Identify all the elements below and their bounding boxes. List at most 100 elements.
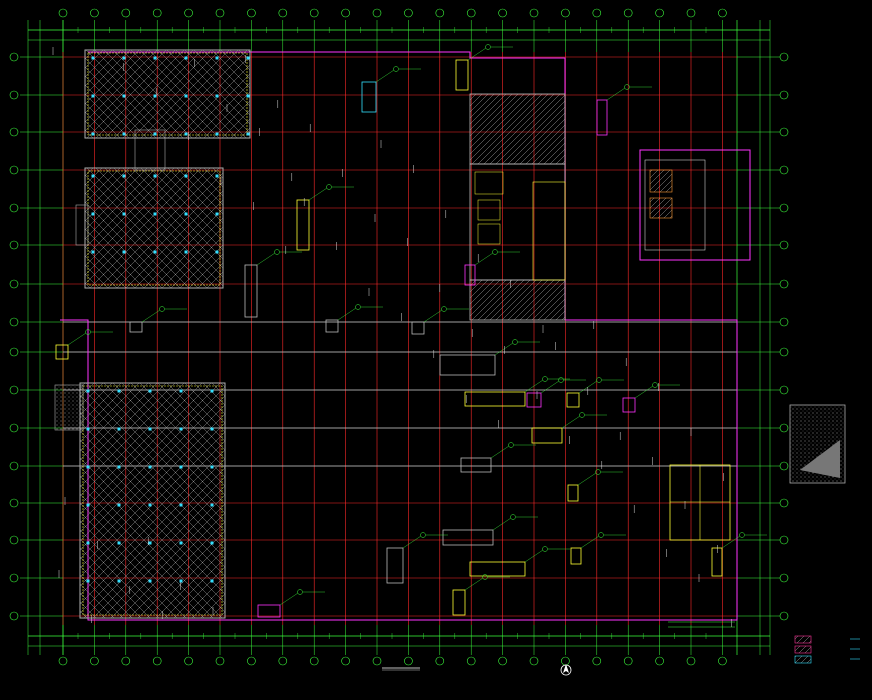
row-axis-bubble <box>9 498 19 508</box>
column-axis-bubble <box>90 8 99 18</box>
leader-line <box>606 87 626 101</box>
annotation-bubble <box>558 377 564 383</box>
column-axis-bubble <box>372 656 382 666</box>
equipment-box <box>452 589 466 616</box>
leader-line <box>256 252 276 266</box>
column-axis-bubble <box>152 656 162 666</box>
annotation-bubble <box>542 376 548 382</box>
structural-column <box>153 94 157 98</box>
structural-column <box>210 427 214 431</box>
row-axis-bubble <box>779 498 789 508</box>
column-axis-bubble <box>561 8 570 18</box>
structural-column <box>210 389 214 393</box>
column-axis-bubble <box>498 656 507 666</box>
structural-column <box>184 56 188 60</box>
equipment-box <box>296 199 310 251</box>
building-block-1-inner <box>87 52 248 136</box>
equipment-room-3 <box>477 223 501 245</box>
leader-line <box>580 535 600 549</box>
row-axis-bubble <box>9 611 19 621</box>
leader-line <box>492 517 512 531</box>
structural-column <box>246 56 250 60</box>
annotation-bubble <box>441 306 447 312</box>
equipment-box <box>570 547 582 565</box>
structural-column <box>86 579 90 583</box>
equipment-box <box>325 319 339 333</box>
row-axis-bubble <box>779 90 789 100</box>
structural-column <box>215 250 219 254</box>
stair-core-1 <box>54 384 84 431</box>
structural-column <box>122 56 126 60</box>
column-axis-bubble <box>404 8 413 18</box>
structural-column <box>210 465 214 469</box>
row-axis-bubble <box>9 423 19 433</box>
column-axis-bubble <box>529 8 539 18</box>
legend-swatch <box>794 645 812 654</box>
structural-column <box>246 94 250 98</box>
leader-line <box>464 577 484 591</box>
column-axis-bubble <box>58 656 68 666</box>
structural-column <box>86 465 90 469</box>
stair-shaft <box>532 181 566 281</box>
column-axis-bubble <box>623 8 633 18</box>
leader-line <box>524 549 544 563</box>
column-axis-bubble <box>90 656 99 666</box>
row-axis-bubble <box>9 385 19 395</box>
annotation-bubble <box>652 382 658 388</box>
column-axis-bubble <box>184 656 193 666</box>
row-axis-bubble <box>9 279 19 289</box>
column-axis-bubble <box>184 8 193 18</box>
equipment-box <box>386 547 404 584</box>
annotation-bubble <box>85 329 91 335</box>
structural-column <box>91 250 95 254</box>
structural-column <box>184 174 188 178</box>
annex-equipment-1 <box>649 169 673 193</box>
row-axis-bubble <box>779 535 789 545</box>
equipment-box <box>566 392 580 408</box>
structural-column <box>86 541 90 545</box>
structural-column <box>179 389 183 393</box>
structural-column <box>153 212 157 216</box>
structural-column <box>86 503 90 507</box>
building-block-2 <box>84 167 224 289</box>
column-axis-bubble <box>152 8 162 18</box>
row-axis-bubble <box>779 203 789 213</box>
annotation-bubble <box>159 306 165 312</box>
row-axis-bubble <box>9 127 19 137</box>
leader-line <box>402 535 422 549</box>
building-block-3-inner <box>82 385 223 616</box>
annotation-bubble <box>482 574 488 580</box>
row-axis-bubble <box>9 461 19 471</box>
structural-column <box>210 541 214 545</box>
leader-line <box>721 535 741 549</box>
column-axis-bubble <box>58 8 68 18</box>
row-axis-bubble <box>779 279 789 289</box>
structural-column <box>179 503 183 507</box>
column-axis-bubble <box>655 8 664 18</box>
annotation-bubble <box>595 469 601 475</box>
column-axis-bubble <box>466 656 476 666</box>
structural-column <box>184 94 188 98</box>
column-axis-bubble <box>561 656 570 666</box>
row-axis-bubble <box>9 203 19 213</box>
leader-line <box>490 445 510 459</box>
row-axis-bubble <box>779 611 789 621</box>
row-axis-bubble <box>779 347 789 357</box>
column-axis-bubble <box>718 8 727 18</box>
column-axis-bubble <box>309 8 319 18</box>
structural-column <box>148 389 152 393</box>
column-axis-bubble <box>247 656 256 666</box>
column-axis-bubble <box>372 8 382 18</box>
structural-column <box>179 465 183 469</box>
equipment-box <box>622 397 636 413</box>
central-core-bottom <box>469 279 566 321</box>
row-axis-bubble <box>779 385 789 395</box>
structural-column <box>148 503 152 507</box>
structural-column <box>86 427 90 431</box>
structural-column <box>122 212 126 216</box>
row-axis-bubble <box>779 423 789 433</box>
annotation-bubble <box>598 532 604 538</box>
structural-column <box>184 250 188 254</box>
